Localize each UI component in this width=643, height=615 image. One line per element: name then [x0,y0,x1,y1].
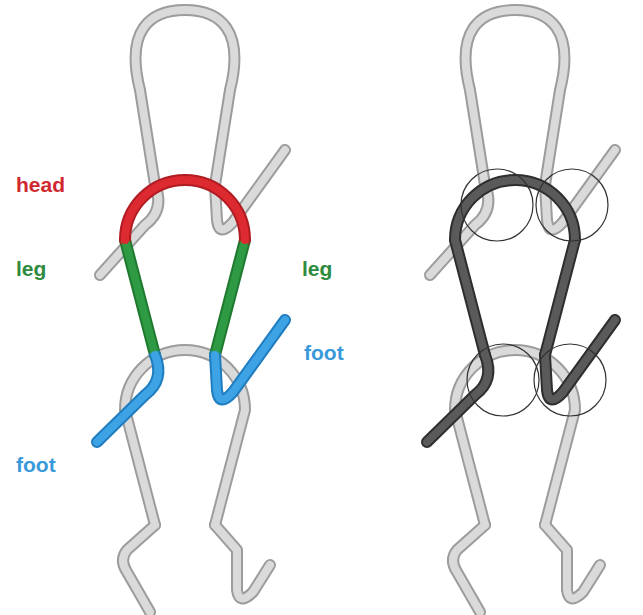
hook-wire [215,525,270,599]
hook-wire [125,350,245,525]
hook-outline [123,525,155,612]
foot-segment [97,355,158,442]
part-label: foot [304,342,344,363]
part-label: leg [16,258,46,279]
hook-wire [100,10,285,275]
hook-outline [430,10,615,275]
part-label: leg [302,258,332,279]
hook-outline [215,525,270,599]
hook-wire [455,350,575,525]
hook-outline [455,350,575,525]
head-segment [125,180,245,240]
contact-circle [467,344,539,416]
hook-outline [100,10,285,275]
foot-segment [215,320,285,400]
hook-wire [430,10,615,275]
hook-outline [455,180,575,240]
hook-wire [453,525,485,612]
middle-hook [97,180,285,442]
hook-wire [455,240,485,355]
leg-segment [215,240,245,355]
hook-wire [545,525,600,599]
head-segment [125,180,245,240]
contact-circle [534,344,606,416]
foot-segment [97,355,158,442]
leg-segment [215,240,245,355]
left-panel [97,10,285,612]
contact-circles [461,169,608,416]
hook-wire [545,240,575,355]
hook-wire [455,180,575,240]
upper-hook [430,10,615,275]
contact-circle [461,169,533,241]
part-label: head [16,174,65,195]
foot-segment [215,320,285,400]
part-label: foot [16,454,56,475]
contact-circle [536,169,608,241]
hook-outline [545,525,600,599]
hook-outline [455,240,485,355]
leg-segment [125,240,155,355]
hook-outline [427,355,488,442]
leg-segment [125,240,155,355]
hook-wire [545,320,615,400]
hook-wire [123,525,155,612]
hook-outline [453,525,485,612]
middle-hook [427,180,615,442]
hook-outline [545,320,615,400]
right-panel [427,10,615,612]
hook-wire [427,355,488,442]
hook-outline [545,240,575,355]
hook-outline [125,350,245,525]
upper-hook [100,10,285,275]
